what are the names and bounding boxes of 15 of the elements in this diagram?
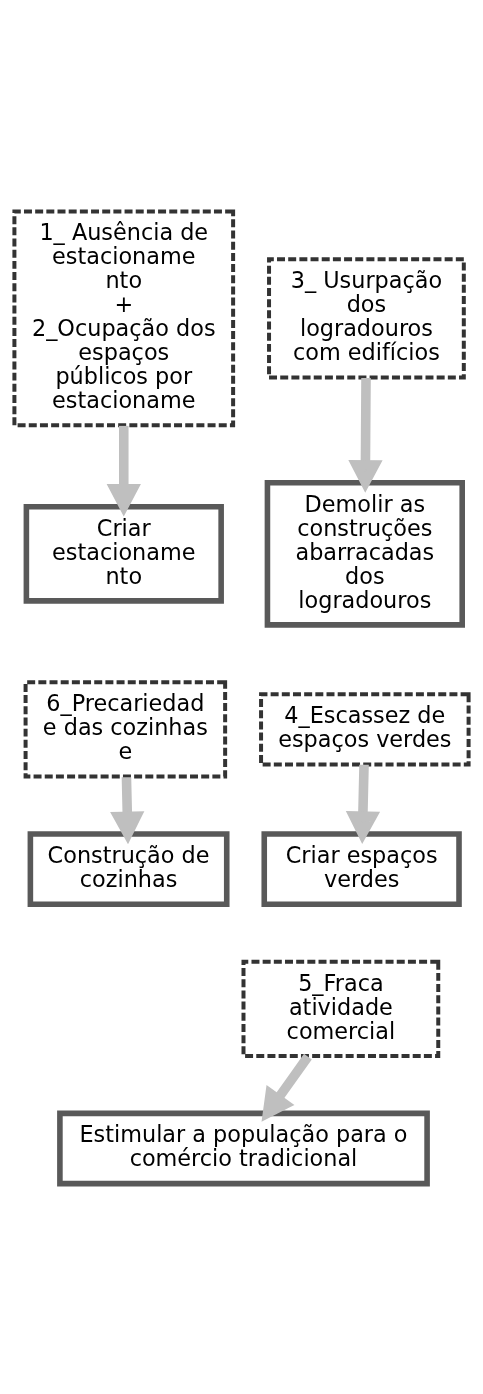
node-box: 4_Escassez de espaços verdes bbox=[259, 691, 471, 767]
node-box: Demolir as construções abarracadas dos logradouros bbox=[264, 479, 465, 628]
node-box: Criar espaços verdes bbox=[261, 830, 462, 907]
node-box: Construção de cozinhas bbox=[27, 830, 230, 907]
arrow bbox=[106, 425, 141, 517]
node-box: Estimular a população para o comércio tradicional bbox=[57, 1110, 430, 1186]
arrow bbox=[345, 764, 381, 844]
node-box: Criar estacioname nto bbox=[23, 503, 224, 604]
arrow bbox=[261, 1053, 312, 1122]
node-box: 5_Fraca atividade comercial bbox=[241, 959, 441, 1058]
node-box: 1_ Ausência de estacioname nto + 2_Ocupação dos espaços públicos por estacioname bbox=[12, 208, 236, 427]
arrow bbox=[110, 776, 145, 844]
arrow bbox=[348, 377, 383, 493]
node-box: 6_Precariedad e das cozinhas e bbox=[23, 679, 228, 778]
node-box: 3_ Usurpação dos logradouros com edifícios bbox=[267, 256, 466, 379]
